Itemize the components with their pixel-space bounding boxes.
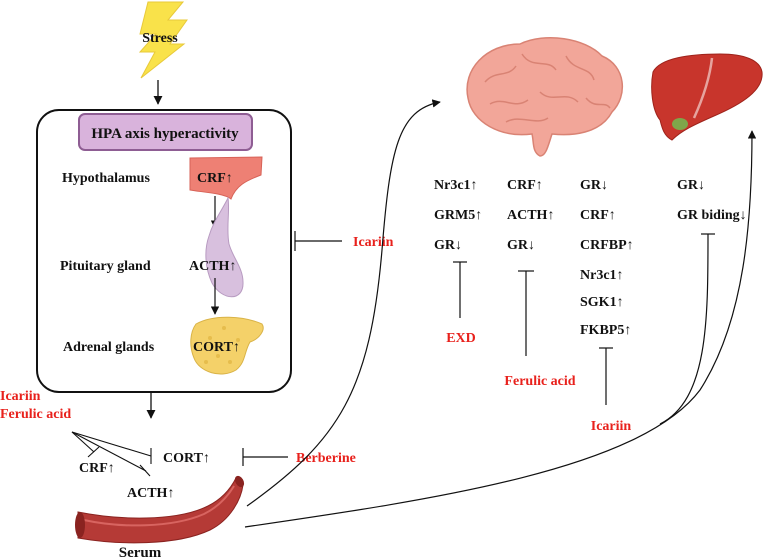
exd-label: EXD <box>446 331 476 346</box>
cort-label: CORT↑ <box>193 340 240 355</box>
brain-icon <box>466 37 624 157</box>
adrenal-label: Adrenal glands <box>63 340 155 355</box>
brain-col2-item-1: ACTH↑ <box>507 208 554 223</box>
brain-col1-item-0: Nr3c1↑ <box>434 178 478 193</box>
serum-drug-icariin: Icariin <box>0 389 41 404</box>
brain-col3-item-2: CRFBP↑ <box>580 238 634 253</box>
liver-icon <box>651 53 763 141</box>
brain-col1-item-1: GRM5↑ <box>434 208 482 223</box>
berberine-label: Berberine <box>296 451 356 466</box>
liver-item-0: GR↓ <box>677 178 705 193</box>
serum-to-liver-arrow <box>244 130 757 528</box>
liver-item-1: GR biding↓ <box>677 208 747 223</box>
ferulic-brain-label: Ferulic acid <box>504 374 575 389</box>
hypothalamus-label: Hypothalamus <box>62 171 150 186</box>
adrenal-gland-icon <box>190 316 264 375</box>
brain-col3-item-4: SGK1↑ <box>580 295 624 310</box>
icariin-hpa-label: Icariin <box>353 235 394 250</box>
icariin-brain-label: Icariin <box>591 419 632 434</box>
pituitary-label: Pituitary gland <box>60 259 151 274</box>
brain-col3-item-3: Nr3c1↑ <box>580 268 624 283</box>
brain-col3-item-1: CRF↑ <box>580 208 616 223</box>
brain-col2-item-2: GR↓ <box>507 238 535 253</box>
icariin-liver-line <box>659 233 709 425</box>
stress-label: Stress <box>142 31 178 46</box>
serum-to-brain-arrow <box>246 99 441 507</box>
lightning-bolt-icon <box>138 1 188 79</box>
serum-drug-ferulic-acid: Ferulic acid <box>0 407 71 422</box>
blood-vessel-icon <box>75 475 245 544</box>
brain-col3-item-5: FKBP5↑ <box>580 323 631 338</box>
serum-cort-label: CORT↑ <box>163 451 210 466</box>
acth-label: ACTH↑ <box>189 259 236 274</box>
brain-col2-item-0: CRF↑ <box>507 178 543 193</box>
brain-col1-item-2: GR↓ <box>434 238 462 253</box>
hpa-title: HPA axis hyperactivity <box>91 126 239 142</box>
serum-inhibition-lines <box>71 431 152 477</box>
pituitary-gland-icon <box>205 196 244 298</box>
serum-crf-label: CRF↑ <box>79 461 115 476</box>
crf-label: CRF↑ <box>197 171 233 186</box>
brain-col3-item-0: GR↓ <box>580 178 608 193</box>
serum-acth-label: ACTH↑ <box>127 486 174 501</box>
hpa-title-box <box>78 113 253 151</box>
serum-label: Serum <box>119 545 162 560</box>
hypothalamus-icon <box>189 156 263 200</box>
